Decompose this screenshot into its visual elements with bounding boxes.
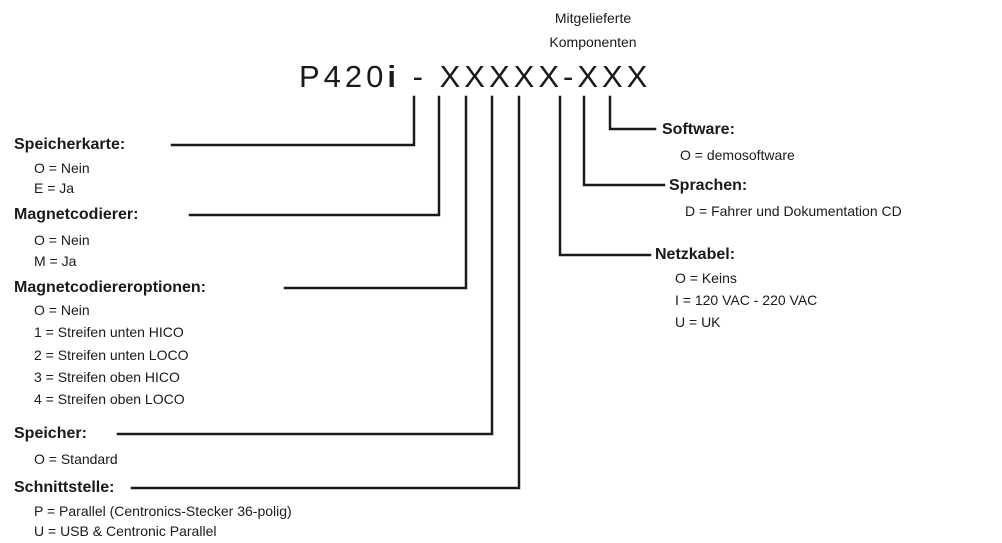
connector-speicher [116,95,494,436]
connector-speicherkarte [170,95,416,147]
option-magnetcodiereroptionen-3: 2 = Streifen unten LOCO [34,347,189,363]
connector-software [608,95,657,131]
code-suffix: i [387,59,401,94]
option-magnetcodiereroptionen-5: 4 = Streifen oben LOCO [34,391,185,407]
product-code: P420i - XXXXX-XXX [299,60,651,94]
connector-magnetcodiereroptionen [283,95,468,290]
code-group-1: XXXXX [439,59,563,94]
label-magnetcodiereroptionen: Magnetcodiereroptionen: [14,279,207,296]
header-line-1: Mitgelieferte [554,10,632,26]
label-schnittstelle: Schnittstelle: [14,479,115,496]
option-speicher-1: O = Standard [34,451,118,467]
code-dash-1: - [412,59,427,94]
option-sprachen-1: D = Fahrer und Dokumentation CD [685,203,902,219]
label-sprachen: Sprachen: [669,177,748,194]
option-netzkabel-2: I = 120 VAC - 220 VAC [675,292,818,308]
code-group-2: XXX [577,59,652,94]
option-schnittstelle-1: P = Parallel (Centronics-Stecker 36-poli… [34,503,292,519]
option-schnittstelle-2: U = USB & Centronic Parallel [34,523,217,539]
option-magnetcodiereroptionen-2: 1 = Streifen unten HICO [34,324,184,340]
connector-schnittstelle [130,95,521,490]
label-speicher: Speicher: [14,425,87,442]
option-magnetcodiereroptionen-4: 3 = Streifen oben HICO [34,369,180,385]
option-speicherkarte-2: E = Ja [34,180,75,196]
label-magnetcodierer: Magnetcodierer: [14,206,139,223]
code-prefix: P420 [299,59,388,94]
option-magnetcodierer-1: O = Nein [34,232,90,248]
connector-netzkabel [558,95,652,257]
code-dash-2: - [563,59,578,94]
option-netzkabel-1: O = Keins [675,270,737,286]
connector-sprachen [582,95,666,187]
option-speicherkarte-1: O = Nein [34,160,90,176]
option-magnetcodierer-2: M = Ja [34,253,77,269]
option-software-1: O = demosoftware [680,147,795,163]
label-netzkabel: Netzkabel: [655,246,736,263]
option-magnetcodiereroptionen-1: O = Nein [34,302,90,318]
option-netzkabel-3: U = UK [675,314,721,330]
header-line-2: Komponenten [549,34,637,50]
label-software: Software: [662,121,735,138]
connector-magnetcodierer [188,95,441,217]
label-speicherkarte: Speicherkarte: [14,136,126,153]
